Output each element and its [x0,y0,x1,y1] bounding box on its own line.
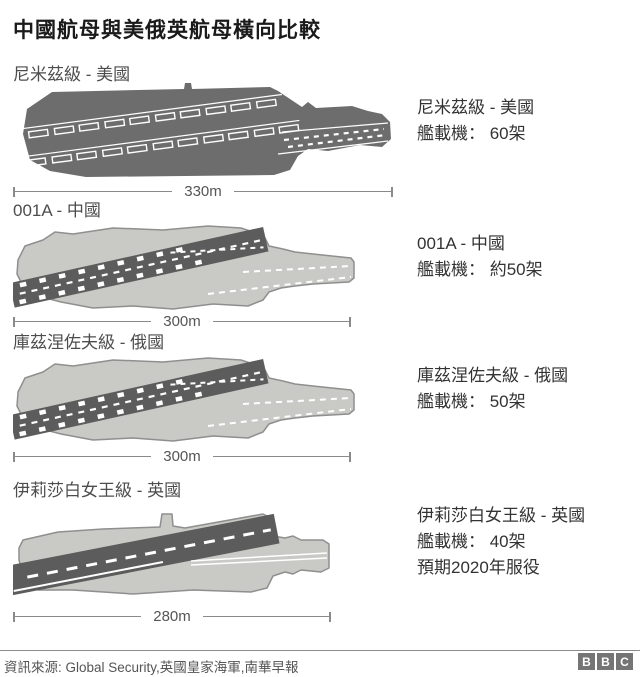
scalebar-value: 300m [163,313,201,330]
scalebar-kuznetsov: 300m [13,448,352,465]
info-aircraft: 艦載機： 50架 [417,392,526,411]
nimitz-silhouette [18,83,391,177]
scalebar-001a: 300m [13,313,352,330]
bbc-logo-letter: C [616,653,633,670]
info-name: 伊莉莎白女王級 - 英國 [417,506,586,525]
carrier-label-nimitz: 尼米茲級 - 美國 [13,65,131,84]
bbc-logo-letter: B [597,653,614,670]
info-block-nimitz: 尼米茲級 - 美國 艦載機： 60架 [417,95,534,147]
info-name: 庫茲涅佐夫級 - 俄國 [417,366,569,385]
info-block-001a: 001A - 中國 艦載機： 約50架 [417,231,543,283]
page-title: 中國航母與美俄英航母橫向比較 [13,19,321,42]
scalebar-nimitz: 330m [13,183,394,200]
scalebar-value: 300m [163,448,201,465]
carrier-label-queen-elizabeth: 伊莉莎白女王級 - 英國 [13,481,182,500]
info-aircraft: 艦載機： 60架 [417,124,526,143]
info-block-queen-elizabeth: 伊莉莎白女王級 - 英國 艦載機： 40架 預期2020年服役 [417,503,585,581]
carrier-label-kuznetsov: 庫茲涅佐夫級 - 俄國 [13,333,165,352]
carrier-label-001a: 001A - 中國 [13,201,101,220]
kuznetsov-silhouette [13,357,355,442]
bbc-logo: B B C [578,653,633,670]
info-aircraft: 艦載機： 40架 [417,532,526,551]
info-name: 001A - 中國 [417,234,505,253]
001a-silhouette [13,225,355,310]
scalebar-queen-elizabeth: 280m [13,608,332,625]
info-name: 尼米茲級 - 美國 [417,98,535,117]
scalebar-value: 330m [184,183,222,200]
info-block-kuznetsov: 庫茲涅佐夫級 - 俄國 艦載機： 50架 [417,363,568,415]
scalebar-value: 280m [153,608,191,625]
info-extra: 預期2020年服役 [417,558,540,577]
source-attribution: 資訊來源: Global Security,英國皇家海軍,南華早報 [4,660,299,675]
bbc-logo-letter: B [578,653,595,670]
info-aircraft: 艦載機： 約50架 [417,260,543,279]
queen-elizabeth-silhouette [13,513,330,596]
footer-divider [0,650,640,651]
